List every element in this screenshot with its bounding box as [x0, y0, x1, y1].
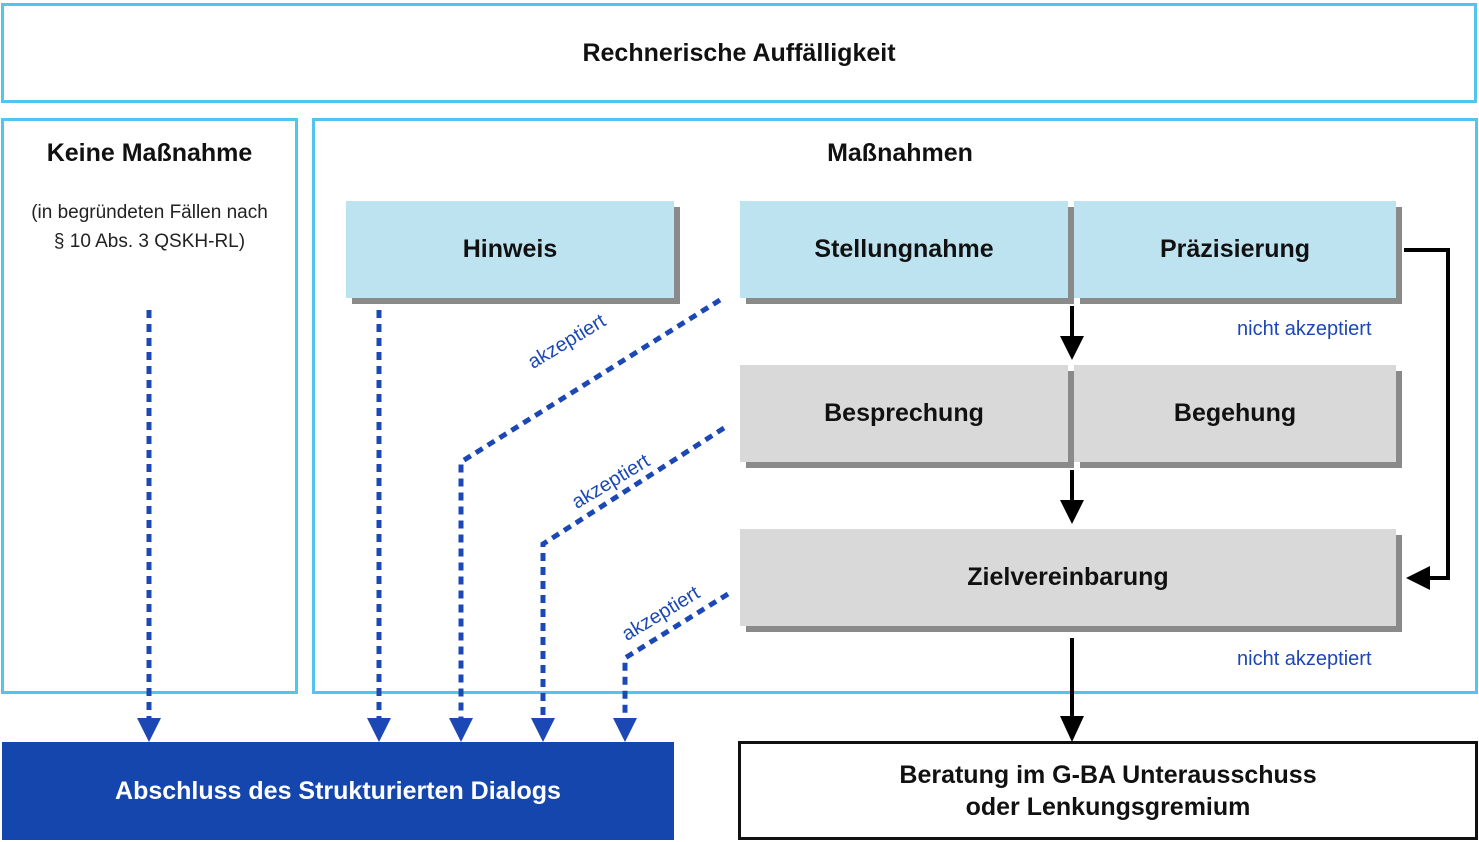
outcome-beratung-line2: oder Lenkungsgremium — [965, 792, 1251, 821]
step-praezisierung: Präzisierung — [1074, 201, 1396, 298]
label-nicht-akzeptiert-2: nicht akzeptiert — [1237, 648, 1372, 670]
step-begehung: Begehung — [1074, 365, 1396, 462]
left-panel-note: (in begründeten Fällen nach § 10 Abs. 3 … — [4, 198, 295, 256]
step-besprechung: Besprechung — [740, 365, 1068, 462]
header-box: Rechnerische Auffälligkeit — [1, 3, 1477, 103]
outcome-beratung-text: Beratung im G-BA Unterausschuss oder Len… — [899, 759, 1316, 823]
left-panel-note-line2: § 10 Abs. 3 QSKH-RL) — [53, 231, 246, 252]
step-besprechung-label: Besprechung — [824, 399, 984, 427]
header-title: Rechnerische Auffälligkeit — [582, 38, 896, 67]
left-panel-title: Keine Maßnahme — [46, 139, 253, 167]
arrowhead-1 — [137, 718, 161, 742]
step-praezisierung-label: Präzisierung — [1159, 235, 1311, 263]
dashed-arrow-besprechung-akzeptiert — [540, 425, 726, 722]
arrowhead-3 — [449, 718, 473, 742]
arrow-praezisierung-to-zielvereinbarung — [1404, 248, 1450, 580]
arrowhead-4 — [531, 718, 555, 742]
label-nicht-akzeptiert-1: nicht akzeptiert — [1237, 318, 1372, 340]
step-begehung-label: Begehung — [1173, 399, 1297, 427]
dashed-arrow-stellungnahme-akzeptiert — [458, 297, 722, 722]
step-zielvereinbarung-label: Zielvereinbarung — [967, 563, 1169, 591]
outcome-beratung: Beratung im G-BA Unterausschuss oder Len… — [738, 741, 1478, 840]
outcome-beratung-line1: Beratung im G-BA Unterausschuss — [899, 760, 1317, 789]
arrowhead-5 — [613, 718, 637, 742]
step-hinweis: Hinweis — [346, 201, 674, 298]
left-panel-note-line1: (in begründeten Fällen nach — [31, 202, 268, 223]
main-panel-title: Maßnahmen — [827, 139, 973, 167]
outcome-abschluss-label: Abschluss des Strukturierten Dialogs — [115, 776, 561, 805]
step-stellungnahme: Stellungnahme — [740, 201, 1068, 298]
step-zielvereinbarung: Zielvereinbarung — [740, 529, 1396, 626]
step-stellungnahme-label: Stellungnahme — [814, 235, 994, 263]
outcome-abschluss: Abschluss des Strukturierten Dialogs — [2, 742, 674, 840]
arrowhead-2 — [367, 718, 391, 742]
step-hinweis-label: Hinweis — [462, 235, 558, 263]
